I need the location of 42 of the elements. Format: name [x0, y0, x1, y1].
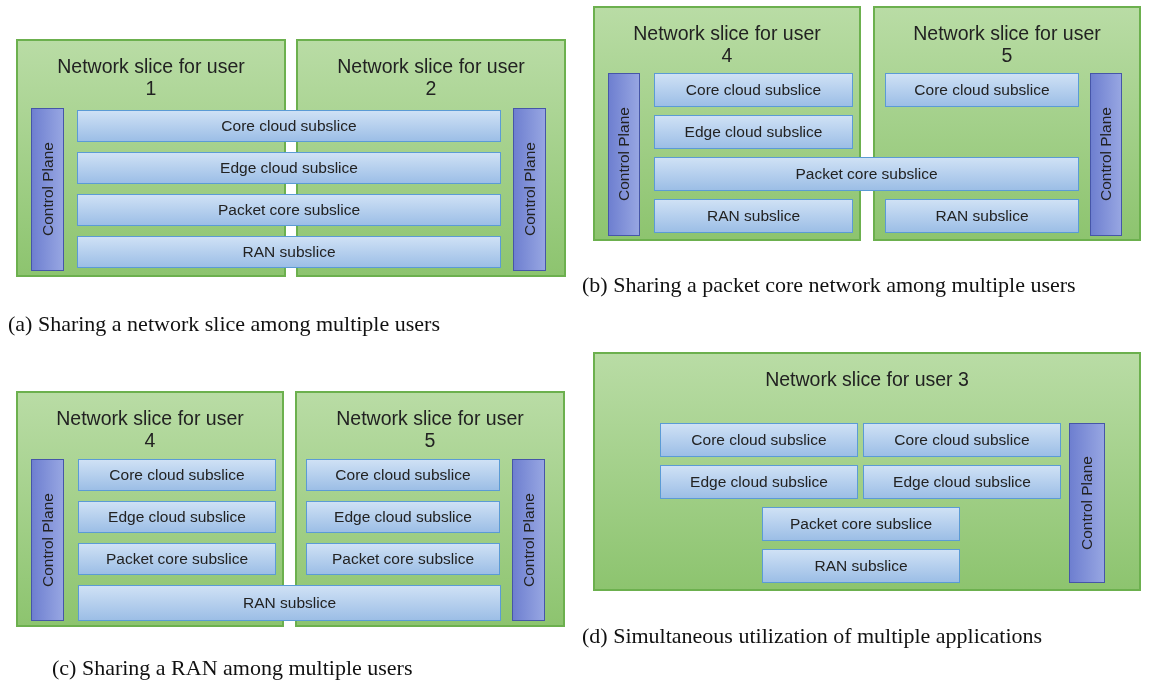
figure-caption: (b) Sharing a packet core network among multiple users [582, 271, 1076, 298]
slice-title: Network slice for user 2 [336, 55, 526, 99]
subslice-bar: Core cloud subslice [306, 459, 500, 491]
control-plane-bar: Control Plane [512, 459, 545, 621]
subslice-bar: Edge cloud subslice [660, 465, 858, 499]
subslice-bar: Core cloud subslice [78, 459, 276, 491]
subslice-bar: Core cloud subslice [660, 423, 858, 457]
control-plane-bar: Control Plane [31, 459, 64, 621]
slice-title: Network slice for user 5 [335, 407, 525, 451]
subslice-bar: RAN subslice [78, 585, 501, 621]
subslice-bar: Edge cloud subslice [306, 501, 500, 533]
subslice-bar: Packet core subslice [762, 507, 960, 541]
slice-title: Network slice for user 3 [764, 368, 970, 390]
control-plane-bar: Control Plane [1090, 73, 1122, 236]
subslice-bar: RAN subslice [77, 236, 501, 268]
figure-caption: (c) Sharing a RAN among multiple users [52, 654, 413, 681]
control-plane-bar: Control Plane [31, 108, 64, 271]
subslice-bar: Packet core subslice [77, 194, 501, 226]
slice-panel [593, 352, 1141, 591]
subslice-bar: Packet core subslice [654, 157, 1079, 191]
subslice-bar: Packet core subslice [78, 543, 276, 575]
subslice-bar: Edge cloud subslice [78, 501, 276, 533]
subslice-bar: Edge cloud subslice [77, 152, 501, 184]
slice-title: Network slice for user 1 [56, 55, 246, 99]
subslice-bar: RAN subslice [885, 199, 1079, 233]
slice-title: Network slice for user 4 [55, 407, 245, 451]
figure-caption: (a) Sharing a network slice among multiple users [8, 310, 440, 337]
slice-title: Network slice for user 4 [632, 22, 822, 66]
subslice-bar: Edge cloud subslice [863, 465, 1061, 499]
subslice-bar: Edge cloud subslice [654, 115, 853, 149]
control-plane-bar: Control Plane [1069, 423, 1105, 583]
subslice-bar: RAN subslice [654, 199, 853, 233]
subslice-bar: Core cloud subslice [863, 423, 1061, 457]
subslice-bar: Core cloud subslice [885, 73, 1079, 107]
figure-caption: (d) Simultaneous utilization of multiple applications [582, 622, 1043, 649]
subslice-bar: Core cloud subslice [654, 73, 853, 107]
slice-title: Network slice for user 5 [912, 22, 1102, 66]
subslice-bar: Core cloud subslice [77, 110, 501, 142]
subslice-bar: Packet core subslice [306, 543, 500, 575]
control-plane-bar: Control Plane [608, 73, 640, 236]
subslice-bar: RAN subslice [762, 549, 960, 583]
control-plane-bar: Control Plane [513, 108, 546, 271]
